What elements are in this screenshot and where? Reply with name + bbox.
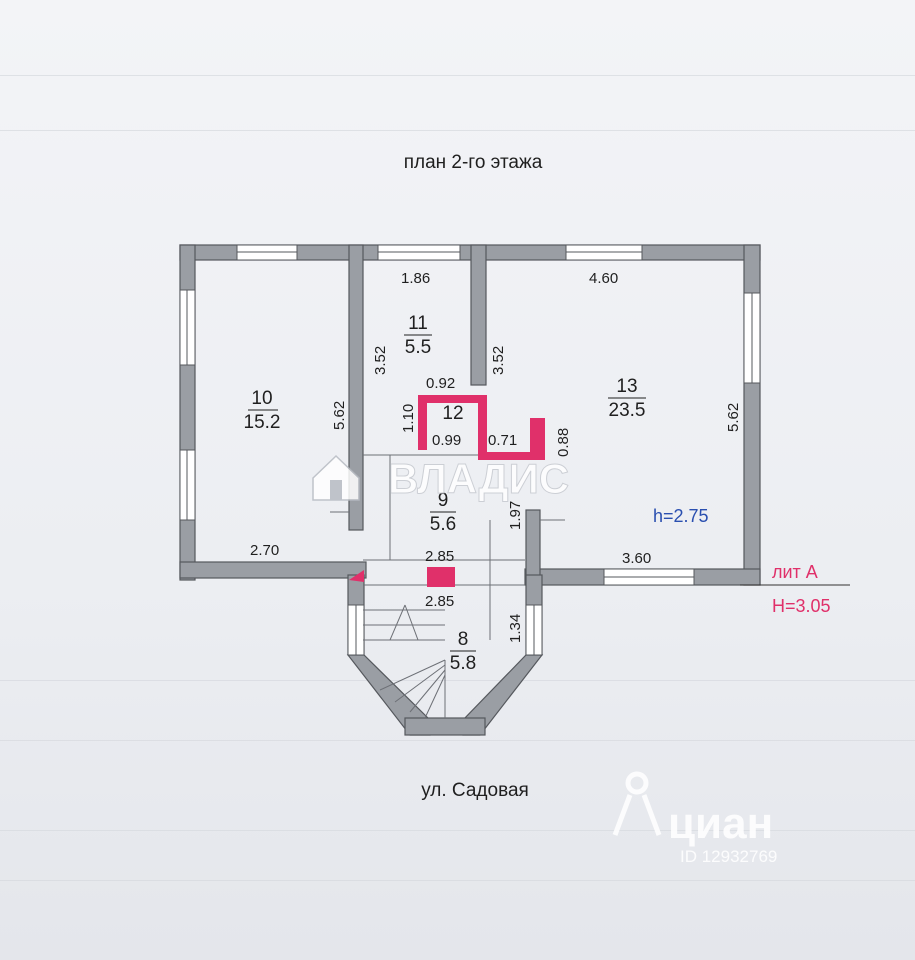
dim-label: 3.52 xyxy=(490,346,507,375)
dim-label: 0.99 xyxy=(432,432,461,449)
cian-watermark-text: циан xyxy=(668,799,773,848)
background-rule xyxy=(0,830,915,831)
room-8-number: 8 xyxy=(458,629,469,650)
vladis-logo-icon xyxy=(312,454,360,501)
dim-label: 2.85 xyxy=(425,548,454,565)
background-rule xyxy=(0,740,915,741)
dim-label: 0.92 xyxy=(426,375,455,392)
dim-label: 1.34 xyxy=(507,614,524,643)
dim-label: 2.85 xyxy=(425,593,454,610)
dim-label: 0.88 xyxy=(555,428,572,457)
room-12-number: 12 xyxy=(442,403,463,424)
stair-lines xyxy=(330,454,565,719)
wall-9-13 xyxy=(525,509,541,586)
dim-label: 1.97 xyxy=(507,501,524,530)
street-label: ул. Садовая xyxy=(421,780,529,801)
room-13-area: 23.5 xyxy=(609,400,646,421)
room-10-area: 15.2 xyxy=(244,412,281,433)
cian-id-text: ID 12932769 xyxy=(680,847,777,866)
room-10-number: 10 xyxy=(251,388,272,409)
lit-label: лит А xyxy=(772,562,818,582)
plan-title: план 2-го этажа xyxy=(404,152,543,173)
walls xyxy=(179,244,761,736)
room-labels: 10 15.2 11 5.5 12 13 23.5 9 5.6 8 5.8 xyxy=(244,313,646,674)
background-rule xyxy=(0,130,915,131)
wall-10-11 xyxy=(348,244,364,531)
dim-label: 3.60 xyxy=(622,550,651,567)
chimney-block xyxy=(427,567,455,587)
building-height-label: H=3.05 xyxy=(772,596,831,616)
dim-label: 4.60 xyxy=(589,270,618,287)
room-11-number: 11 xyxy=(408,313,428,334)
dimensions: 1.86 4.60 0.92 0.99 0.71 2.70 2.85 2.85 … xyxy=(250,270,742,643)
dim-label: 5.62 xyxy=(725,403,742,432)
dim-label: 2.70 xyxy=(250,542,279,559)
background-rule xyxy=(0,880,915,881)
windows xyxy=(179,244,761,656)
cian-pin-icon xyxy=(612,771,662,836)
chimney-corner xyxy=(349,570,364,582)
cian-watermark: циан ID 12932769 xyxy=(612,771,777,866)
background-rule xyxy=(0,680,915,681)
wall-11-13 xyxy=(470,244,487,386)
room-9-area: 5.6 xyxy=(430,514,456,535)
chimney-elements xyxy=(349,395,545,587)
room-9-number: 9 xyxy=(438,490,449,511)
dim-label: 1.10 xyxy=(400,404,417,433)
dim-label: 1.86 xyxy=(401,270,430,287)
room-13-number: 13 xyxy=(616,376,637,397)
room-8-area: 5.8 xyxy=(450,653,476,674)
vladis-watermark-text: ВЛАДИС xyxy=(388,455,569,502)
dim-label: 0.71 xyxy=(488,432,517,449)
dim-label: 3.52 xyxy=(372,346,389,375)
background-rule xyxy=(0,75,915,76)
chimney-outline xyxy=(418,395,545,460)
room-height-label: h=2.75 xyxy=(653,506,709,526)
vladis-watermark: ВЛАДИС xyxy=(312,454,570,503)
room-11-area: 5.5 xyxy=(405,337,431,358)
bay-wall-bottom xyxy=(404,717,486,736)
dim-label: 5.62 xyxy=(331,401,348,430)
outer-wall-bottom-left xyxy=(179,561,367,579)
